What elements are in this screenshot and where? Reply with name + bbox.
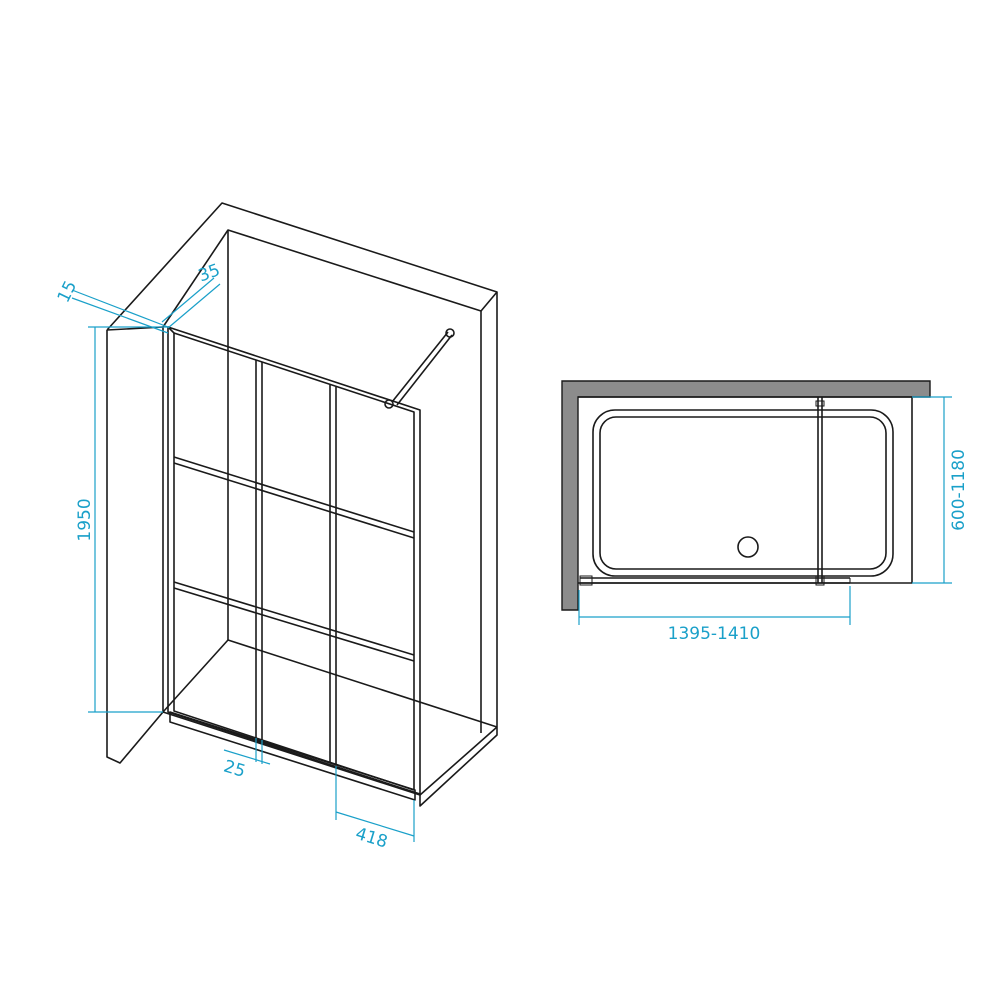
dimension-plan-width: 1395-1410 bbox=[578, 586, 851, 644]
dimension-profile-label: 35 bbox=[196, 260, 223, 286]
back-wall bbox=[106, 202, 498, 733]
dimension-height-label: 1950 bbox=[75, 498, 95, 541]
dimension-bottom-label: 25 bbox=[221, 756, 248, 781]
dimension-plan-depth-label: 600-1180 bbox=[949, 449, 969, 531]
dimension-height: 1950 bbox=[75, 326, 168, 713]
dimension-top-profile: 15 35 bbox=[54, 260, 223, 334]
glass-panel bbox=[167, 326, 421, 801]
plan-view: 1395-1410 600-1180 bbox=[561, 380, 969, 644]
dimension-plan-width-label: 1395-1410 bbox=[668, 624, 761, 644]
dimension-plan-depth: 600-1180 bbox=[912, 396, 969, 584]
isometric-view: 1950 15 35 25 418 bbox=[54, 202, 498, 853]
support-bar bbox=[384, 328, 455, 409]
left-wall bbox=[106, 326, 164, 764]
dimension-glass-label: 15 bbox=[54, 278, 81, 306]
dimension-segment-label: 418 bbox=[353, 824, 390, 853]
